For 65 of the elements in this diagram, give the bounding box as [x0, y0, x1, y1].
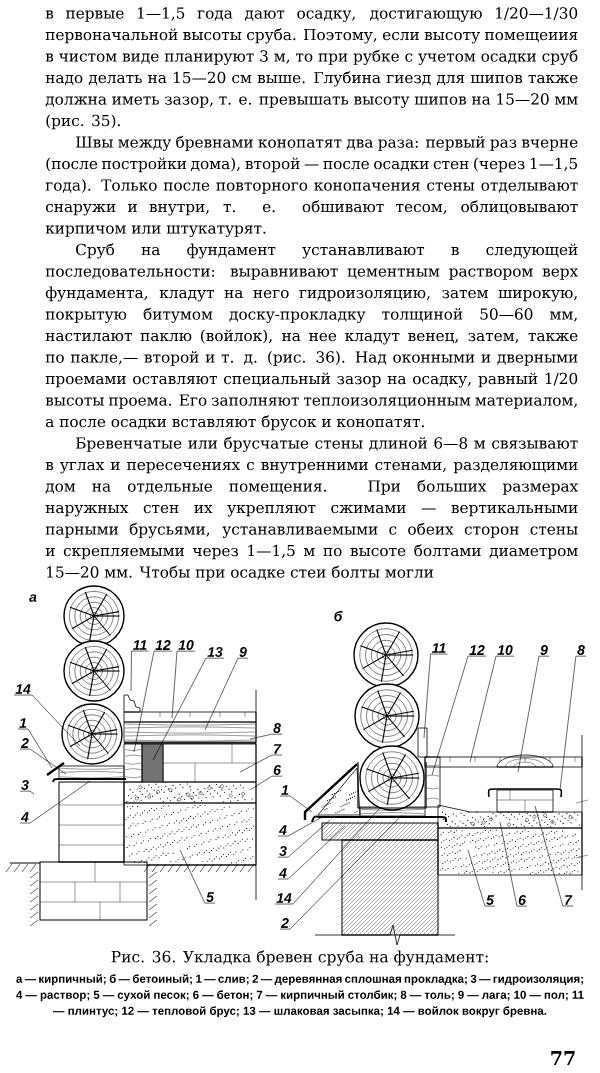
callout-number: 3: [278, 845, 288, 857]
paragraph: Швы между бревнами конопатят два раза: первый раз вчерне (после постройки дома), второй — после осадки стен (через 1—1,5 года). Только после повторного конопачения стены отделывают снаружи и внутри, т. е. обшивают тесом, облицовывают кирпичом или штукатурят.: [45, 135, 578, 237]
leader-line: [559, 655, 587, 791]
figure-caption: а — кирпичный; б — бетоиный; 1 — слив; 2 — деревянная сплошная прокладка; 3 — гидроизоляция; 4 — раствор; 5 — сухой песок; 6 — бетон; 7 — кирпичный столбик; 8 — толь; 9 — лага; 10 — пол; 11 — плинтус; 12 — тепловой брус; 13 — шлаковая засыпка; 14 — войлок вокруг бревна.: [16, 974, 584, 1018]
callout-number: 12: [468, 644, 486, 656]
callout-number: 11: [131, 639, 149, 651]
callout-number: 13: [206, 646, 224, 658]
leader-line: [274, 807, 381, 905]
leader-line: [133, 650, 173, 753]
leader-line: [249, 733, 283, 740]
leader-line: [279, 795, 313, 813]
callout-number: 3: [20, 779, 30, 791]
callout-number: 12: [154, 639, 172, 651]
leader-line: [204, 657, 249, 731]
leader-line: [179, 849, 216, 904]
callout-number: 9: [238, 646, 248, 658]
callout-number: 8: [576, 644, 586, 656]
leader-line: [467, 849, 496, 907]
callout-number: 14: [275, 892, 293, 904]
leader-line: [17, 728, 53, 769]
leader-line: [239, 754, 283, 773]
callout-number: 4: [278, 824, 288, 836]
callout-number: 7: [272, 743, 282, 755]
callout-number: 4: [20, 811, 30, 823]
leader-line: [277, 816, 323, 837]
callout-number: 8: [272, 722, 282, 734]
leader-line: [19, 748, 67, 775]
paragraph: Бревенчатые или брусчатые стены длиной 6—8 м связывают в углах и пересечениях с внутренними стенами, разделяющими дом на отдельные помещения. При больших размерах наружных стен их укрепляют сжимами — вертикальными парными брусьями, устанавливаемыми с обеих сторон стены и скрепляемыми через 1—1,5 м по высоте болтами диаметром 15—20 мм. Чтобы при осадке стеи болты могли: [45, 436, 579, 581]
leader-line: [431, 655, 487, 776]
callout-number: 5: [485, 894, 495, 906]
callout-number: 4: [278, 867, 288, 879]
leader-line: [423, 653, 448, 739]
leader-line: [517, 655, 550, 773]
figure-title: Рис. 36. Укладка бревен сруба на фундамент:: [111, 950, 488, 966]
callout-number: 14: [14, 683, 32, 695]
panel-letter: а: [29, 594, 37, 602]
leader-line: [152, 657, 225, 761]
callout-number: 11: [430, 642, 448, 654]
leader-line: [277, 819, 331, 858]
leader-line: [279, 814, 403, 930]
callout-number: 10: [177, 639, 195, 651]
leader-line: [534, 805, 574, 907]
callout-number: 2: [280, 917, 290, 929]
paragraph: в первые 1—1,5 года дают осадку, достигающую 1/20—1/30 первоначальной высоты сруба. Поэтому, если высоту помещеиия в чистом виде планируют 3 м, то при рубке с учетом осадки сруб надо делать на 15—20 см выше. Глубина гиезд для шипов также должна иметь зазор, т. е. превышать высоту шипов на 15—20 мм (рис. 35).: [45, 7, 578, 130]
callout-number: 10: [496, 644, 514, 656]
leader-line: [130, 650, 149, 692]
callout-number: 2: [20, 737, 30, 749]
leader-line: [277, 825, 346, 880]
leader-line: [499, 821, 528, 907]
leader-line: [19, 790, 35, 795]
page-number: 77: [551, 1051, 575, 1065]
callout-number: 1: [280, 784, 290, 796]
callout-number: 7: [563, 894, 573, 906]
leader-line: [249, 775, 283, 791]
panel-letter: б: [334, 610, 343, 622]
callout-number: 9: [539, 644, 549, 656]
leader-line: [13, 694, 81, 747]
leader-line: [171, 650, 196, 719]
leader-line: [19, 780, 91, 824]
callout-number: 6: [517, 894, 527, 906]
callout-number: 1: [18, 717, 28, 729]
paragraph: Сруб на фундамент устанавливают в следующей последовательности: выравнивают цементным раствором верх фундамента, кладут на него гидроизоляцию, затем широкую, покрытую битумом доску-прокладку толщиной 50—60 мм, настилают паклю (войлок), на нее кладут венец, затем, также по пакле,— второй и т. д. (рис. 36). Над оконными и дверными проемами оставляют специальный зазор на осадку, равный 1/20 высоты проема. Его заполняют теплоизоляционным материалом, а после осадки вставляют брусок и конопатят.: [45, 243, 579, 431]
callout-number: 6: [272, 764, 282, 776]
leader-line: [469, 655, 515, 763]
callout-number: 5: [205, 891, 215, 903]
